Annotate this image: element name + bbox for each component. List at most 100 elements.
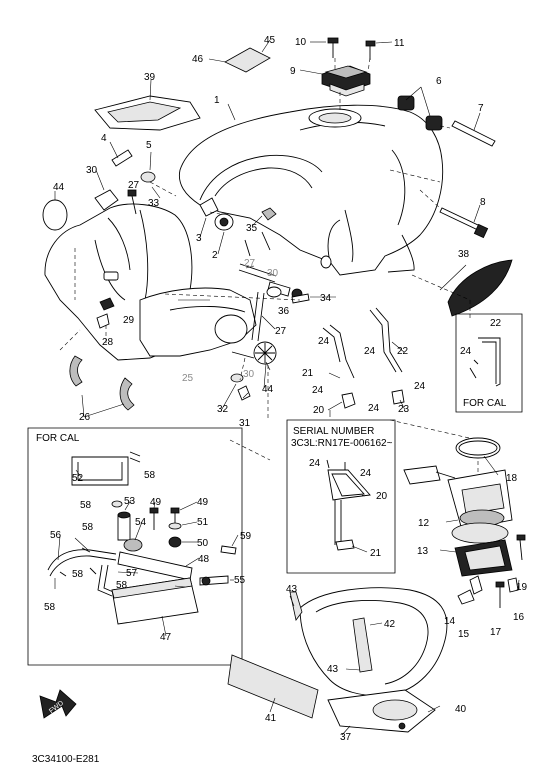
callout-27: 27 bbox=[244, 258, 256, 269]
callout-24: 24 bbox=[309, 458, 321, 469]
seal-39 bbox=[94, 95, 201, 131]
callout-44: 44 bbox=[262, 384, 274, 395]
bracket-3 bbox=[199, 197, 219, 217]
callout-21: 21 bbox=[370, 548, 382, 559]
serial-value: 3C3L:RN17E-006162~ bbox=[291, 438, 393, 449]
callout-20: 20 bbox=[313, 405, 325, 416]
callout-58: 58 bbox=[82, 522, 94, 533]
callout-30: 30 bbox=[267, 268, 279, 279]
callout-20: 20 bbox=[376, 491, 388, 502]
callout-4: 4 bbox=[101, 133, 107, 144]
callout-24: 24 bbox=[318, 336, 330, 347]
pad-41 bbox=[227, 654, 319, 719]
damper-6 bbox=[397, 95, 443, 131]
callout-32: 32 bbox=[217, 404, 229, 415]
callout-30: 30 bbox=[86, 165, 98, 176]
screw-31 bbox=[237, 385, 251, 401]
callout-27: 27 bbox=[128, 180, 140, 191]
callout-46: 46 bbox=[192, 54, 204, 65]
callout-12: 12 bbox=[418, 518, 430, 529]
leader-lines bbox=[54, 39, 520, 736]
bolt-34 bbox=[291, 293, 310, 304]
callout-24: 24 bbox=[368, 403, 380, 414]
callout-18: 18 bbox=[506, 473, 518, 484]
callout-56: 56 bbox=[50, 530, 62, 541]
callout-26: 26 bbox=[79, 412, 91, 423]
callout-39: 39 bbox=[144, 72, 156, 83]
callout-58: 58 bbox=[116, 580, 128, 591]
callout-58: 58 bbox=[72, 569, 84, 580]
washer-5 bbox=[140, 171, 156, 183]
callout-7: 7 bbox=[478, 103, 484, 114]
callout-33: 33 bbox=[148, 198, 160, 209]
callout-55: 55 bbox=[234, 575, 246, 586]
callout-1: 1 bbox=[214, 95, 220, 106]
callout-42: 42 bbox=[384, 619, 396, 630]
for-cal-right-box: FOR CAL bbox=[455, 313, 523, 413]
bracket-26 bbox=[69, 355, 135, 411]
diagram-code: 3C34100-E281 bbox=[32, 754, 100, 765]
bolt-8 bbox=[439, 207, 489, 239]
callout-23: 23 bbox=[398, 404, 410, 415]
hose-bracket-30 bbox=[94, 189, 119, 211]
callout-19: 19 bbox=[516, 582, 528, 593]
callout-35: 35 bbox=[246, 223, 258, 234]
callout-48: 48 bbox=[198, 554, 210, 565]
callout-58: 58 bbox=[80, 500, 92, 511]
assembly-lines bbox=[59, 57, 479, 478]
callout-43: 43 bbox=[327, 664, 339, 675]
callout-21: 21 bbox=[302, 368, 314, 379]
callout-49: 49 bbox=[197, 497, 209, 508]
callout-3: 3 bbox=[196, 233, 202, 244]
pad-37-40 bbox=[327, 689, 436, 733]
callout-59: 59 bbox=[240, 531, 252, 542]
callout-53: 53 bbox=[124, 496, 136, 507]
callout-2: 2 bbox=[212, 250, 218, 261]
callout-8: 8 bbox=[480, 197, 486, 208]
callout-17: 17 bbox=[490, 627, 502, 638]
fuel-pump-assembly bbox=[403, 437, 526, 608]
bolt-4 bbox=[111, 149, 133, 167]
callout-27: 27 bbox=[275, 326, 287, 337]
callout-24: 24 bbox=[312, 385, 324, 396]
grommet-29 bbox=[99, 297, 115, 311]
collar-7 bbox=[451, 120, 496, 147]
for-cal-right-label: FOR CAL bbox=[463, 398, 507, 409]
emblem-plate-left bbox=[42, 199, 68, 231]
callout-41: 41 bbox=[265, 713, 277, 724]
cap-bolt-11 bbox=[365, 40, 376, 60]
callout-14: 14 bbox=[444, 616, 456, 627]
callout-38: 38 bbox=[458, 249, 470, 260]
callout-24: 24 bbox=[360, 468, 372, 479]
callout-54: 54 bbox=[135, 517, 147, 528]
callout-51: 51 bbox=[197, 517, 209, 528]
callout-16: 16 bbox=[513, 612, 525, 623]
callout-50: 50 bbox=[197, 538, 209, 549]
callout-58: 58 bbox=[144, 470, 156, 481]
callout-15: 15 bbox=[458, 629, 470, 640]
fuel-tank bbox=[178, 104, 444, 276]
heat-shield-42 bbox=[289, 587, 448, 697]
callout-22: 22 bbox=[490, 318, 502, 329]
callout-49: 49 bbox=[150, 497, 162, 508]
callout-36: 36 bbox=[278, 306, 290, 317]
nut-35 bbox=[261, 207, 277, 221]
callout-24: 24 bbox=[414, 381, 426, 392]
pad-45-46 bbox=[224, 47, 271, 73]
serial-title: SERIAL NUMBER bbox=[293, 426, 374, 437]
fwd-arrow-icon: FWD bbox=[39, 689, 77, 719]
emblem-plate-right bbox=[214, 314, 277, 365]
panel-38 bbox=[447, 259, 513, 317]
callout-24: 24 bbox=[364, 346, 376, 357]
screw-28 bbox=[96, 313, 110, 329]
callout-47: 47 bbox=[160, 632, 172, 643]
callout-13: 13 bbox=[417, 546, 429, 557]
callout-5: 5 bbox=[146, 140, 152, 151]
for-cal-left-label: FOR CAL bbox=[36, 433, 80, 444]
callout-57: 57 bbox=[126, 568, 138, 579]
callout-31: 31 bbox=[239, 418, 251, 429]
callout-43: 43 bbox=[286, 584, 298, 595]
callout-34: 34 bbox=[320, 293, 332, 304]
